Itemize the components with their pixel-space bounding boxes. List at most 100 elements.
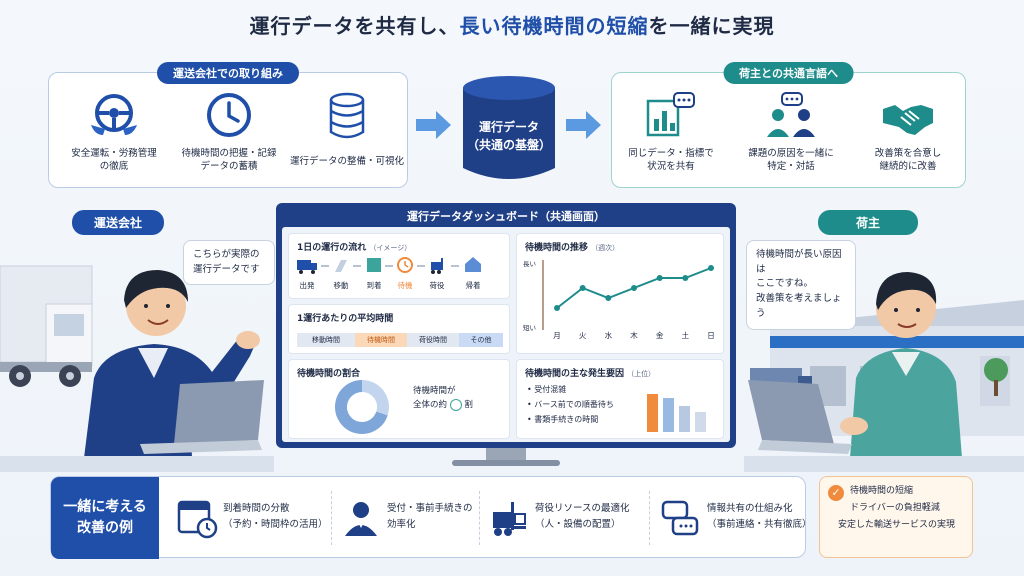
carrier-speech-bubble: こちらが実際の 運行データです xyxy=(183,240,275,286)
wait-ratio-donut xyxy=(335,380,389,434)
home-depot-icon xyxy=(465,257,481,272)
wait-ratio-title: 待機時間の割合 xyxy=(297,369,361,379)
trend-point xyxy=(708,265,714,271)
trend-day-label: 火 xyxy=(579,331,587,340)
check-icon: ✓ xyxy=(828,485,844,501)
chat-bubbles-icon xyxy=(661,500,699,536)
trend-point xyxy=(631,285,637,291)
trend-note: （週次） xyxy=(591,244,620,252)
cause-item: • バース前での順番待ち xyxy=(527,400,614,410)
flow-card-note: （イメージ） xyxy=(369,244,412,252)
clock-icon xyxy=(202,91,256,141)
example-title: 到着時間の分散 xyxy=(223,503,290,514)
cause-bar xyxy=(695,412,706,432)
example-handling-resource: 荷役リソースの最適化 （人・設備の配置） xyxy=(485,477,645,559)
forklift-icon xyxy=(431,258,443,274)
flow-step-label: 帰着 xyxy=(465,281,481,290)
cause-bar xyxy=(647,394,658,432)
example-arrival-spread: 到着時間の分散 （予約・時間枠の活用） xyxy=(173,477,333,559)
flow-step-label: 待機 xyxy=(397,281,413,290)
calendar-clock-icon xyxy=(177,500,218,539)
trend-day-label: 木 xyxy=(630,330,638,340)
desk-left xyxy=(0,456,274,472)
flow-step-label: 到着 xyxy=(366,281,382,290)
dashboard-monitor: 運行データダッシュボード（共通画面） 1日の運行の流れ （イメージ） 出発 移動… xyxy=(276,203,736,448)
trend-day-label: 水 xyxy=(605,330,613,340)
shipper-person-illustration xyxy=(840,272,962,458)
cause-bar xyxy=(663,398,674,432)
example-sub: （人・設備の配置） xyxy=(535,519,621,531)
dashboard-screen: 1日の運行の流れ （イメージ） 出発 移動 到着 待機 荷役 帰着 xyxy=(282,227,730,442)
trend-day-label: 金 xyxy=(656,330,664,340)
receptionist-icon xyxy=(345,502,377,536)
building-icon xyxy=(367,258,381,272)
trend-y-top-label: 長い xyxy=(523,260,536,268)
dashboard-title: 運行データダッシュボード（共通画面） xyxy=(407,210,605,223)
desk-right xyxy=(744,456,1024,472)
shipper-language-pill: 荷主との共通言語へ xyxy=(723,62,854,84)
trend-point xyxy=(682,275,689,281)
feature-wait-time-record: 待機時間の把握・記録 データの蓄積 xyxy=(169,91,289,174)
trend-chart: 長い 短い 月火水木金土日 xyxy=(523,260,715,340)
improvement-head: 一緒に考える 改善の例 xyxy=(51,477,159,559)
avg-time-title: 1運行あたりの平均時間 xyxy=(297,314,394,324)
flow-card-title: 1日の運行の流れ xyxy=(297,243,367,253)
flow-step-label: 移動 xyxy=(333,281,349,290)
feature-agreement: 改善策を合意し 継続的に改善 xyxy=(852,91,964,174)
divider xyxy=(331,491,332,545)
example-info-sharing: 情報共有の仕組み化 （事前連絡・共有徹底） xyxy=(657,477,812,559)
db-label-sub: （共通の基盤） xyxy=(466,138,551,152)
trend-card: 待機時間の推移 （週次） 長い 短い 月火水木金土日 xyxy=(516,233,724,354)
blank-circle-icon xyxy=(449,398,462,411)
road-icon xyxy=(335,260,347,272)
feature-shared-metrics: 同じデータ・指標で 状況を共有 xyxy=(616,91,726,174)
trend-y-bottom-label: 短い xyxy=(523,323,536,332)
example-title: 情報共有の仕組み化 xyxy=(707,503,793,514)
example-title: 荷役リソースの最適化 xyxy=(535,503,630,514)
trend-point xyxy=(656,275,663,281)
example-sub: （事前連絡・共有徹底） xyxy=(707,519,812,531)
shipper-role-pill: 荷主 xyxy=(818,210,919,235)
divider xyxy=(479,491,480,545)
arrow-right-icon xyxy=(416,111,451,139)
example-sub: 効率化 xyxy=(387,519,416,531)
causes-title: 待機時間の主な発生要因 xyxy=(525,369,625,379)
causes-card: 待機時間の主な発生要因 （上位） • 受付混雑 • バース前での順番待ち • 書… xyxy=(516,359,724,439)
flow-step-label: 荷役 xyxy=(429,281,445,290)
avg-segment-wait: 待機時間 xyxy=(355,333,407,347)
carrier-person-illustration xyxy=(84,270,260,458)
causes-list: • 受付混雑 • バース前での順番待ち • 書類手続きの時間 xyxy=(527,382,614,428)
people-chat-icon xyxy=(764,91,818,141)
db-label-main: 運行データ xyxy=(478,120,539,134)
cause-item: • 書類手続きの時間 xyxy=(527,415,599,425)
feature-safe-driving: 安全運転・労務管理 の徹底 xyxy=(59,91,169,174)
handshake-icon xyxy=(881,91,935,141)
avg-segment-handling: 荷役時間 xyxy=(407,333,459,347)
truck-icon xyxy=(297,260,317,274)
truck-illustration xyxy=(0,265,93,387)
avg-time-card: 1運行あたりの平均時間 移動時間 待機時間 荷役時間 その他 xyxy=(288,304,510,354)
feature-data-visualization: 運行データの整備・可視化 xyxy=(285,91,409,168)
forklift-icon xyxy=(493,502,526,536)
example-reception: 受付・事前手続きの効率化 xyxy=(337,477,487,559)
donut-slice xyxy=(361,380,389,416)
monitor-base xyxy=(452,460,560,466)
causes-note: （上位） xyxy=(627,370,656,378)
steering-wheel-icon xyxy=(87,91,141,141)
wait-ratio-card: 待機時間の割合 待機時間が 全体の約 割 xyxy=(288,359,510,439)
shipper-speech-bubble: 待機時間が長い原因は ここですね。 改善策を考えましょう xyxy=(746,240,856,330)
cause-bar xyxy=(679,406,690,432)
divider xyxy=(649,491,650,545)
donut-slice xyxy=(335,380,388,434)
result-box: ✓ 待機時間の短縮 ドライバーの負担軽減 安定した輸送サービスの実現 xyxy=(819,476,973,558)
laptop-right-illustration xyxy=(748,380,852,454)
flow-card: 1日の運行の流れ （イメージ） 出発 移動 到着 待機 荷役 帰着 xyxy=(288,233,510,299)
arrow-right-icon xyxy=(566,111,601,139)
example-sub: （予約・時間枠の活用） xyxy=(223,519,328,531)
avg-segment-move: 移動時間 xyxy=(297,333,355,347)
database-icon xyxy=(320,91,374,141)
monitor-stand xyxy=(486,448,526,462)
wait-ratio-text: 待機時間が 全体の約 割 xyxy=(413,386,473,411)
carrier-efforts-panel: 運送会社での取り組み 安全運転・労務管理 の徹底 待機時間の把握・記録 データの… xyxy=(48,62,409,188)
trend-point xyxy=(605,295,612,301)
